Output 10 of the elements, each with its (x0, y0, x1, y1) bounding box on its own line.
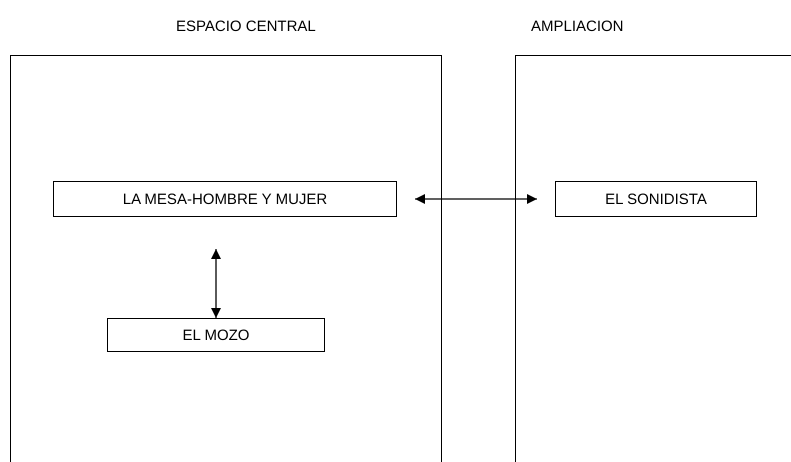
double-arrow (211, 249, 221, 318)
box-label: EL MOZO (182, 326, 250, 344)
area-heading: AMPLIACION (531, 18, 624, 35)
box-label: LA MESA-HOMBRE Y MUJER (122, 190, 328, 208)
double-arrow (415, 194, 537, 204)
text-box (53, 181, 397, 217)
text-box (555, 181, 757, 217)
text-box (107, 318, 325, 352)
area-heading: ESPACIO CENTRAL (176, 18, 316, 35)
box-label: EL SONIDISTA (605, 190, 707, 208)
